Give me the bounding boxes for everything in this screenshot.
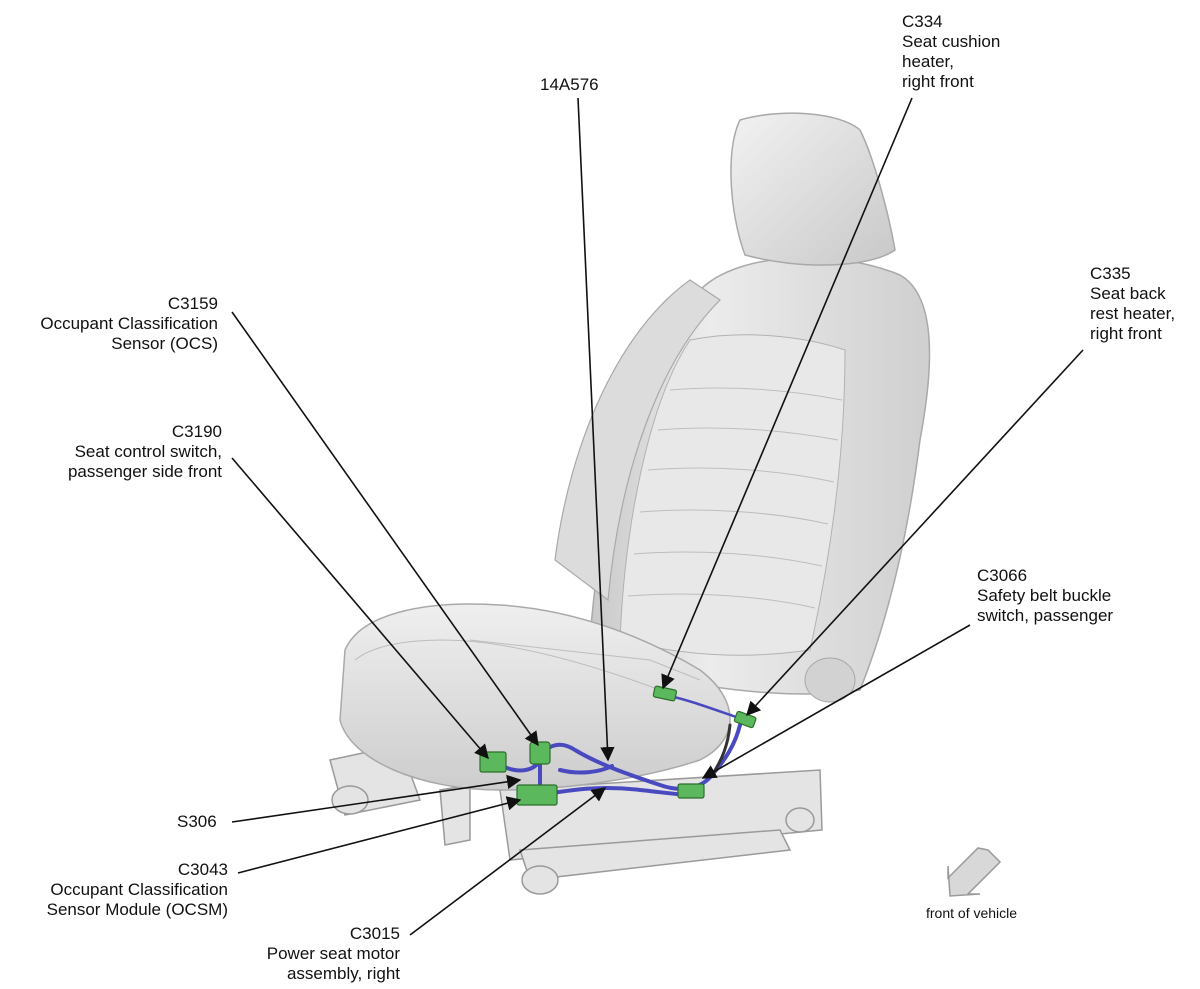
- label-front-of-vehicle: front of vehicle: [926, 903, 1017, 923]
- connector-c3190: [479, 751, 507, 773]
- label-14a576-code: 14A576: [540, 75, 599, 94]
- label-c3190: C3190 Seat control switch, passenger sid…: [68, 422, 222, 482]
- connector-c3066: [677, 783, 705, 799]
- headrest: [730, 112, 896, 266]
- leader-14a576: [577, 97, 615, 762]
- label-c3015-line-2: assembly, right: [286, 964, 400, 983]
- leader-c3190: [231, 457, 489, 760]
- label-c3159: C3159 Occupant Classification Sensor (OC…: [40, 294, 218, 354]
- label-c334-code: C334: [902, 12, 943, 31]
- connector-c3043: [516, 784, 558, 806]
- label-c3159-line-2: Sensor (OCS): [111, 334, 218, 353]
- label-14a576: 14A576: [540, 75, 599, 95]
- front-arrow-icon: [947, 847, 1002, 897]
- label-c3015-code: C3015: [349, 924, 400, 943]
- label-c335: C335 Seat back rest heater, right front: [1090, 264, 1175, 344]
- leader-lines: [231, 97, 1084, 936]
- label-c3190-line-2: passenger side front: [67, 462, 222, 481]
- label-c335-line-1: Seat back: [1090, 284, 1166, 303]
- leader-c3066: [701, 624, 971, 779]
- leader-c3015: [409, 787, 607, 936]
- label-c335-code: C335: [1090, 264, 1131, 283]
- label-c335-line-2: rest heater,: [1090, 304, 1176, 323]
- label-c3043-line-2: Sensor Module (OCSM): [46, 900, 228, 919]
- label-c3015-line-1: Power seat motor: [266, 944, 400, 963]
- leader-c3159: [231, 311, 539, 747]
- label-c335-line-3: right front: [1090, 324, 1162, 343]
- label-c334-line-3: right front: [902, 72, 974, 91]
- label-c3159-line-1: Occupant Classification: [40, 314, 218, 333]
- label-c3066-line-2: switch, passenger: [977, 606, 1114, 625]
- label-c3066: C3066 Safety belt buckle switch, passeng…: [977, 566, 1113, 626]
- label-c3066-code: C3066: [977, 566, 1028, 585]
- label-c3190-code: C3190: [171, 422, 222, 441]
- leader-c3043: [237, 796, 522, 874]
- label-c3015: C3015 Power seat motor assembly, right: [267, 924, 400, 984]
- connector-c3159: [529, 741, 551, 765]
- connector-c335: [733, 710, 757, 729]
- label-c3159-code: C3159: [167, 294, 218, 313]
- label-c334-line-2: heater,: [902, 52, 954, 71]
- label-c3043-code: C3043: [177, 860, 228, 879]
- label-c334-line-1: Seat cushion: [902, 32, 1001, 51]
- connectors: [479, 685, 757, 806]
- leader-c334: [661, 97, 913, 690]
- label-c3190-line-1: Seat control switch,: [74, 442, 222, 461]
- seat-back: [554, 257, 931, 703]
- label-c3043-line-1: Occupant Classification: [50, 880, 228, 899]
- label-c334: C334 Seat cushion heater, right front: [902, 12, 1000, 92]
- label-c3066-line-1: Safety belt buckle: [977, 586, 1112, 605]
- label-c3043: C3043 Occupant Classification Sensor Mod…: [47, 860, 228, 920]
- leader-c335: [746, 349, 1084, 717]
- label-s306: S306: [177, 812, 217, 832]
- seat-frame: [329, 744, 823, 895]
- label-s306-code: S306: [177, 812, 217, 831]
- leader-s306: [231, 774, 522, 823]
- label-front-of-vehicle-text: front of vehicle: [926, 905, 1018, 921]
